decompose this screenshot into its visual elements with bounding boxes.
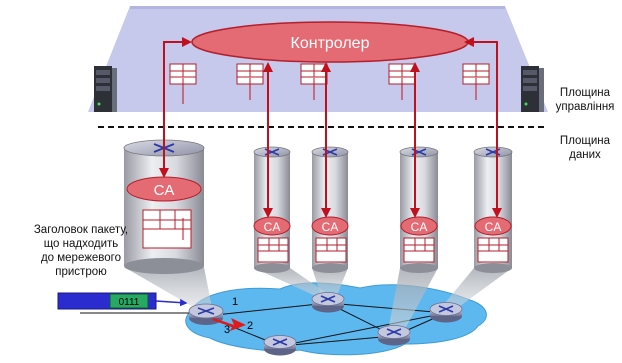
switch-flow-tables — [257, 237, 509, 263]
port-2-label: 2 — [247, 320, 253, 332]
server-icon-right — [521, 66, 544, 112]
router-icon-1 — [188, 303, 224, 325]
router-icon-2 — [311, 292, 345, 313]
packet-caption: Заголовок пакету, що надходить до мереже… — [26, 223, 136, 279]
control-plane-label: Площина управління — [555, 87, 615, 113]
switch-1-flow-table — [142, 209, 192, 249]
data-plane-label: Площина даних — [559, 135, 611, 161]
packet — [57, 292, 157, 310]
packet-caption-line-1: Заголовок пакету, — [33, 224, 129, 236]
packet-caption-line-2: що надходить — [43, 238, 119, 250]
router-icon-4 — [377, 325, 411, 346]
server-icon-left — [94, 66, 117, 112]
controller-switch-arrows — [159, 37, 502, 218]
controller-label: Контролер — [291, 35, 370, 52]
switch-3-ca-label: CA — [322, 220, 339, 234]
switch-5-ca-label: CA — [485, 220, 502, 234]
forwarding-arrow — [212, 318, 246, 331]
switch-1-ca-label: CA — [154, 182, 175, 199]
packet-header-value: 0111 — [119, 297, 140, 308]
port-3-label: 3 — [224, 324, 230, 336]
switch-4-ca-label: CA — [411, 220, 428, 234]
switch-beams — [124, 267, 512, 331]
router-icon-5 — [429, 302, 463, 323]
switch-2-ca-label: CA — [264, 220, 281, 234]
port-1-label: 1 — [232, 296, 238, 308]
control-plane-top-edge — [130, 6, 505, 9]
packet-arrow — [155, 298, 188, 307]
router-icon-3 — [263, 335, 297, 356]
packet-caption-line-3: до мережевого — [40, 252, 122, 264]
packet-caption-line-4: пристрою — [55, 266, 107, 278]
thin-table-arrows — [182, 78, 477, 240]
